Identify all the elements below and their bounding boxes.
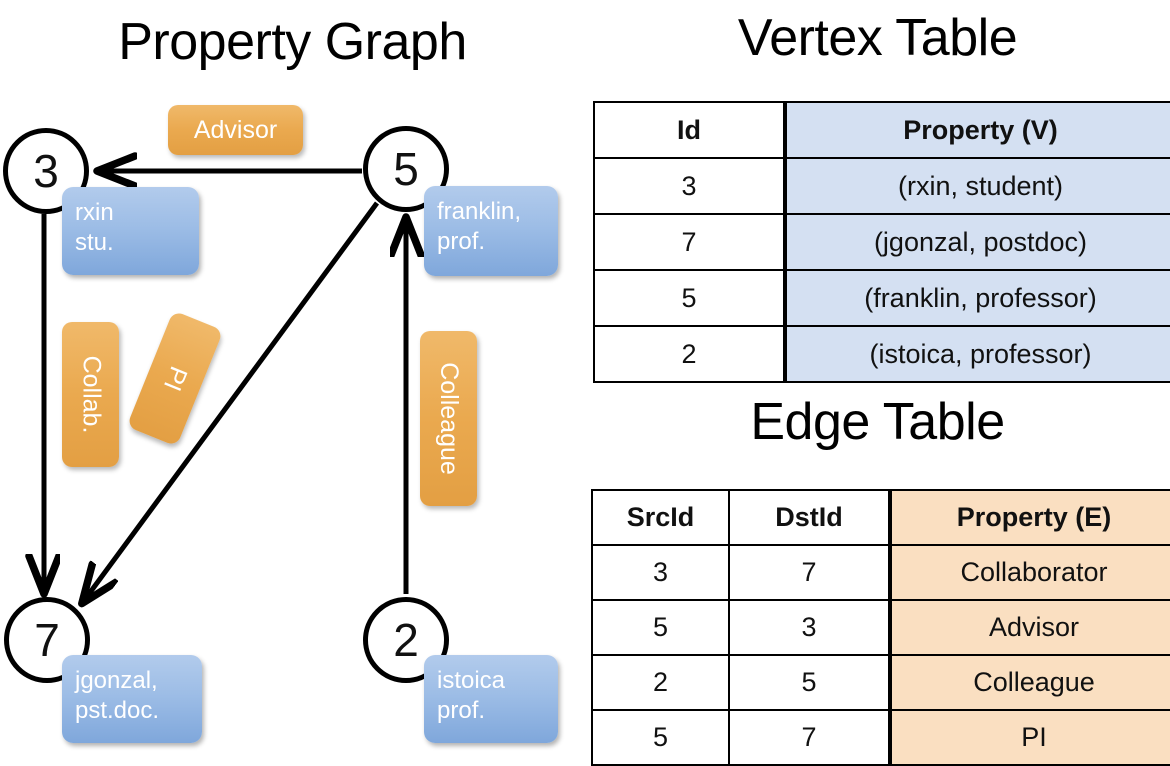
edge-label-colleague-text: Colleague	[435, 362, 463, 475]
edge-label-advisor-text: Advisor	[193, 115, 278, 144]
vertex-row-1-property: (jgonzal, postdoc)	[783, 213, 1170, 271]
vertex-table: Id Property (V) 3 (rxin, student) 7 (jgo…	[593, 101, 1170, 383]
edge-row-3-dst: 7	[728, 709, 891, 766]
vertex-property-chip-3: rxin stu.	[62, 187, 199, 275]
vertex-property-chip-7: jgonzal, pst.doc.	[62, 655, 202, 743]
page-title-property-graph: Property Graph	[118, 13, 467, 71]
edge-table-header-row: SrcId DstId Property (E)	[591, 489, 1170, 546]
edge-label-pi-text: PI	[158, 362, 193, 395]
vertex-row-2-property: (franklin, professor)	[783, 269, 1170, 327]
graph-vertex-7-label: 7	[34, 614, 60, 666]
graph-vertex-5[interactable]: 5	[363, 126, 449, 212]
edge-row-0-dst: 7	[728, 544, 891, 601]
table-row[interactable]: 7 (jgonzal, postdoc)	[593, 213, 1170, 271]
edge-row-3-property: PI	[888, 709, 1170, 766]
edge-table-col-srcid: SrcId	[591, 489, 730, 546]
edge-label-chip-colleague: Colleague	[420, 331, 477, 506]
table-row[interactable]: 5 (franklin, professor)	[593, 269, 1170, 327]
property-graph-diagram: 3 5 7 2 rxin stu. franklin, prof. jgonza…	[0, 0, 585, 760]
vertex-table-header-row: Id Property (V)	[593, 101, 1170, 159]
edge-table-col-property: Property (E)	[888, 489, 1170, 546]
edge-row-1-property: Advisor	[888, 599, 1170, 656]
vertex-row-1-id: 7	[593, 213, 786, 271]
table-row[interactable]: 2 5 Colleague	[591, 654, 1170, 711]
table-row[interactable]: 5 3 Advisor	[591, 599, 1170, 656]
edge-row-2-dst: 5	[728, 654, 891, 711]
table-row[interactable]: 3 7 Collaborator	[591, 544, 1170, 601]
edge-row-0-property: Collaborator	[888, 544, 1170, 601]
edge-row-0-src: 3	[591, 544, 730, 601]
vertex-row-3-id: 2	[593, 325, 786, 383]
vertex-property-chip-5: franklin, prof.	[424, 186, 558, 276]
edge-label-chip-advisor: Advisor	[168, 105, 303, 155]
edge-label-chip-collab: Collab.	[62, 322, 119, 467]
table-row[interactable]: 3 (rxin, student)	[593, 157, 1170, 215]
vertex-row-2-id: 5	[593, 269, 786, 327]
edge-table-col-dstid: DstId	[728, 489, 891, 546]
page-title-vertex-table: Vertex Table	[737, 9, 1018, 67]
vertex-row-0-id: 3	[593, 157, 786, 215]
edge-row-1-dst: 3	[728, 599, 891, 656]
vertex-table-col-property: Property (V)	[783, 101, 1170, 159]
vertex-table-col-id: Id	[593, 101, 786, 159]
edge-label-collab-text: Collab.	[77, 355, 106, 434]
graph-edges-layer	[0, 0, 585, 760]
edge-table: SrcId DstId Property (E) 3 7 Collaborato…	[591, 489, 1170, 766]
graph-vertex-5-label: 5	[393, 143, 419, 195]
edge-row-2-property: Colleague	[888, 654, 1170, 711]
edge-row-1-src: 5	[591, 599, 730, 656]
edge-5-to-7-pi	[83, 201, 380, 602]
vertex-row-3-property: (istoica, professor)	[783, 325, 1170, 383]
edge-row-3-src: 5	[591, 709, 730, 766]
edge-row-2-src: 2	[591, 654, 730, 711]
vertex-property-chip-2: istoica prof.	[424, 655, 558, 743]
page-title-edge-table: Edge Table	[750, 393, 1005, 451]
graph-vertex-2-label: 2	[393, 614, 419, 666]
graph-vertex-3-label: 3	[33, 145, 59, 197]
table-row[interactable]: 5 7 PI	[591, 709, 1170, 766]
vertex-row-0-property: (rxin, student)	[783, 157, 1170, 215]
table-row[interactable]: 2 (istoica, professor)	[593, 325, 1170, 383]
graph-vertex-2[interactable]: 2	[363, 597, 449, 683]
